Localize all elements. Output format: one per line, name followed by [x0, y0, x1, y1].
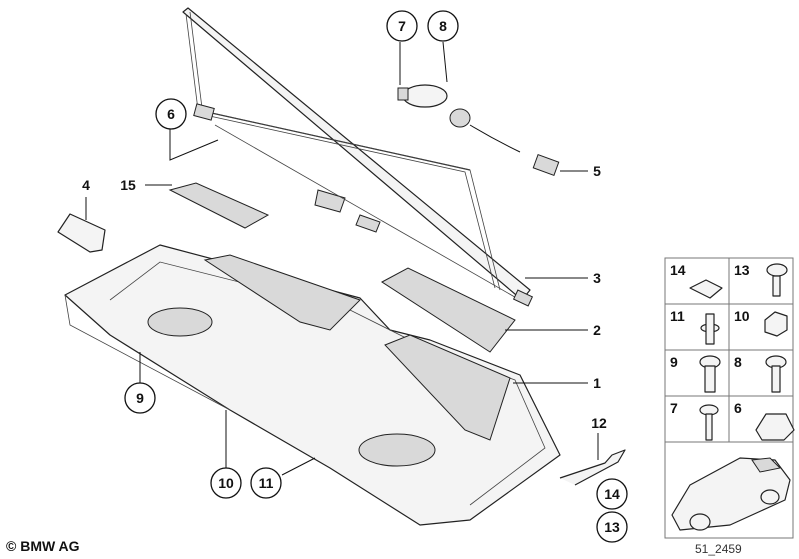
grid-label-2: 11 [670, 308, 685, 324]
copyright-text: © BMW AG [6, 538, 80, 554]
callout-label-5: 5 [593, 163, 601, 179]
drawing-number: 51_2459 [695, 542, 742, 556]
callout-label-12: 12 [591, 415, 607, 431]
grid-label-5: 8 [734, 354, 742, 370]
callout-circle-7 [386, 10, 418, 42]
countersunk-screw-icon [699, 404, 719, 441]
callout-label-9: 9 [136, 390, 144, 406]
grid-label-4: 9 [670, 354, 678, 370]
callout-label-1: 1 [593, 375, 601, 391]
callout-label-2: 2 [593, 322, 601, 338]
callout-circle-13 [596, 511, 628, 543]
grid-label-0: 14 [670, 262, 686, 278]
callout-circle-9 [124, 382, 156, 414]
callout-label-14: 14 [604, 486, 620, 502]
flange-nut-icon [755, 413, 795, 441]
callout-label-6: 6 [167, 106, 175, 122]
grid-label-1: 13 [734, 262, 750, 278]
trim-clip [57, 213, 106, 253]
fastener-grid: 14 13 11 10 9 8 7 6 [664, 257, 795, 539]
torx-screw-icon [765, 355, 787, 393]
parcel-shelf [64, 244, 561, 526]
callouts: 1 2 3 4 5 12 15 6 7 8 9 10 11 14 13 [82, 10, 628, 543]
plastic-rivet-icon [699, 355, 721, 393]
callout-label-4: 4 [82, 177, 90, 193]
hex-nut-icon [764, 311, 788, 337]
screw-icon [766, 263, 788, 297]
roller-blind [182, 7, 534, 307]
callout-label-13: 13 [604, 519, 620, 535]
callout-label-8: 8 [439, 18, 447, 34]
grid-label-3: 10 [734, 308, 750, 324]
callout-label-11: 11 [259, 475, 274, 491]
callout-circle-6 [155, 98, 187, 130]
grid-label-7: 6 [734, 400, 742, 416]
leader-lines [85, 41, 613, 500]
callout-label-15: 15 [120, 177, 136, 193]
callout-label-7: 7 [398, 18, 406, 34]
callout-circle-14 [596, 478, 628, 510]
clip-nut-icon [689, 279, 723, 299]
antenna-cable [397, 84, 560, 176]
callout-circle-11 [250, 467, 282, 499]
car-thumbnail-icon [671, 457, 791, 531]
speaker-grille-right [381, 267, 516, 353]
mounting-bracket [559, 449, 626, 486]
grid-label-6: 7 [670, 400, 678, 416]
speaker-grille-left [168, 182, 270, 229]
callout-circle-10 [210, 467, 242, 499]
push-rivet-icon [700, 313, 720, 345]
callout-label-10: 10 [218, 475, 234, 491]
callout-label-3: 3 [593, 270, 601, 286]
callout-circle-8 [427, 10, 459, 42]
